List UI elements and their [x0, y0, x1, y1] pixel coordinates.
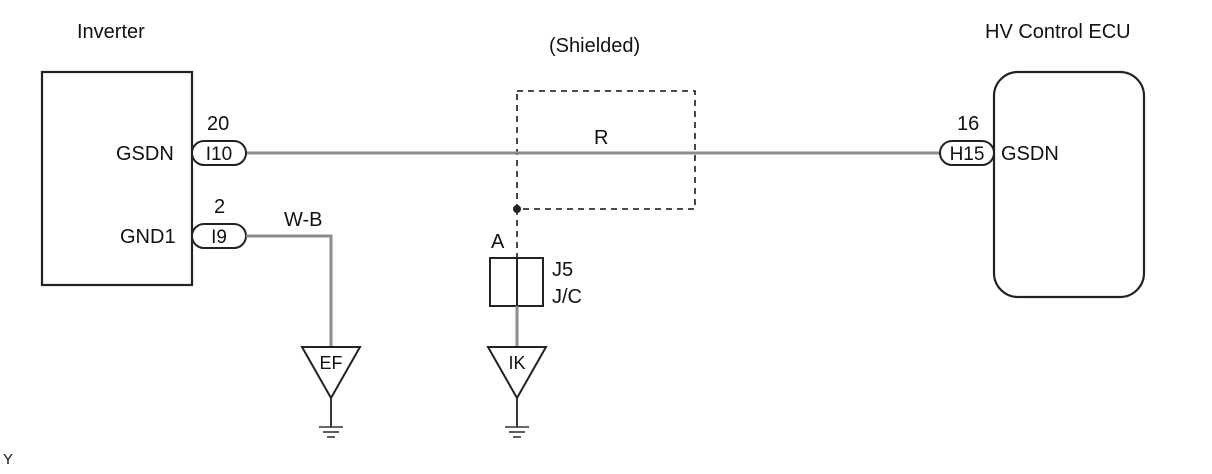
ecu-title: HV Control ECU	[985, 21, 1131, 43]
ground-point-ef	[300, 346, 362, 401]
corner-mark: Y	[3, 451, 13, 468]
ground-ik-symbol	[505, 426, 529, 438]
inverter-gnd1-name: GND1	[120, 226, 176, 248]
shield-label: (Shielded)	[549, 35, 640, 57]
connector-h15	[939, 140, 995, 166]
connector-h15-label: H15	[950, 144, 985, 165]
ground-wire	[246, 234, 333, 347]
inverter-gsdn-pin: 20	[207, 113, 229, 135]
ecu-gsdn-name: GSDN	[1001, 143, 1059, 165]
ground-ik-label: IK	[508, 353, 525, 373]
ground-ef-label: EF	[319, 353, 342, 373]
inverter-box	[40, 70, 194, 287]
ground-wire-color: W-B	[284, 209, 323, 231]
shield-splice-dot	[513, 205, 521, 213]
junction-id: J5	[552, 259, 573, 281]
junction-point-label: A	[491, 231, 505, 253]
inverter-gsdn-name: GSDN	[116, 143, 174, 165]
junction-type: J/C	[552, 286, 582, 308]
connector-i10-label: I10	[206, 144, 232, 165]
ecu-box	[992, 70, 1146, 299]
connector-i9-label: I9	[211, 227, 227, 248]
inverter-gnd1-pin: 2	[214, 196, 225, 218]
connector-i10	[191, 140, 247, 166]
shield-outline	[516, 90, 696, 210]
ecu-gsdn-pin: 16	[957, 113, 979, 135]
signal-wire-color: R	[594, 127, 608, 149]
ground-ef-symbol	[319, 426, 343, 438]
inverter-title: Inverter	[77, 21, 145, 43]
ground-point-ik	[486, 346, 548, 401]
